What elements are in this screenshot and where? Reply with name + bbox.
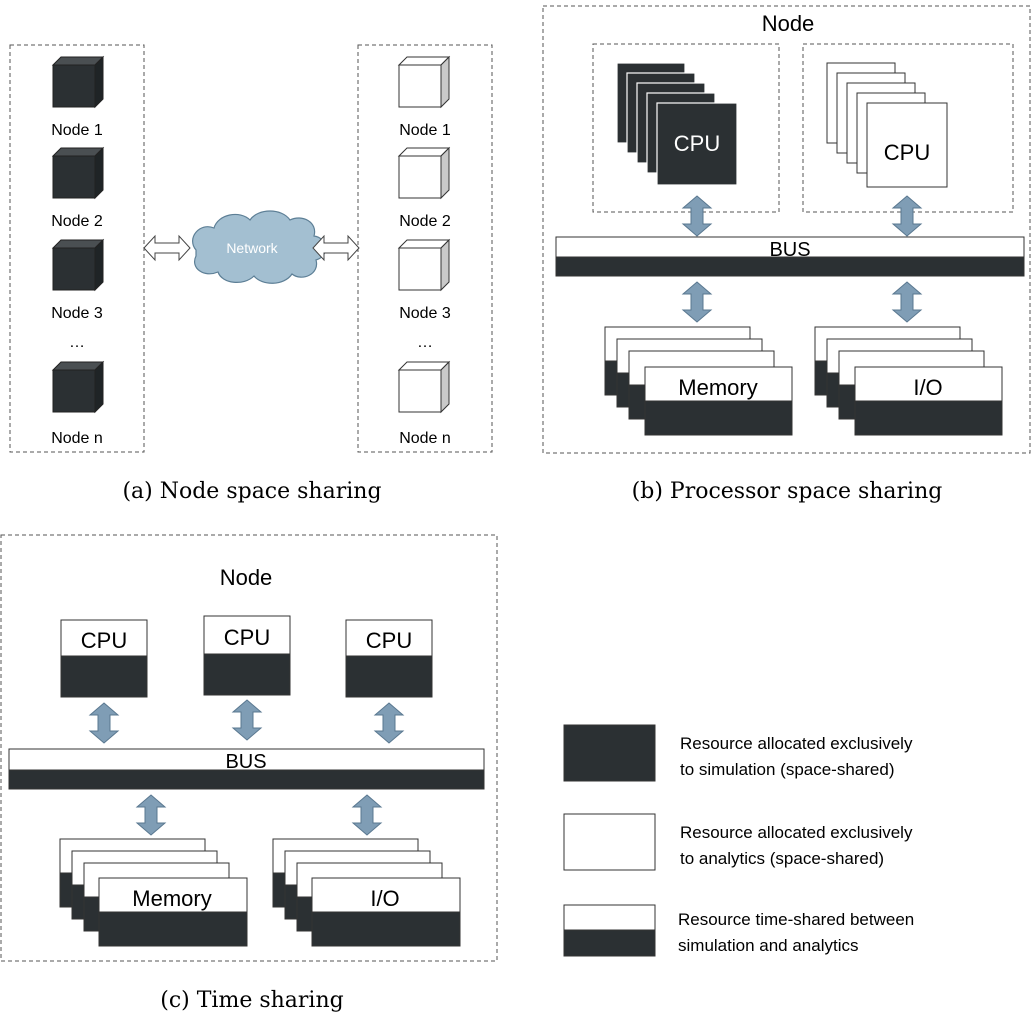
node-cube-icon (52, 147, 104, 199)
memory-label: Memory (132, 886, 211, 911)
cpu-2-top (203, 615, 291, 655)
cpu-2-bottom (203, 653, 291, 696)
node-cube-icon (398, 147, 450, 199)
cpu-label: CPU (224, 625, 270, 650)
right-node-label: Node 1 (399, 122, 451, 139)
node-cube-icon (398, 56, 450, 108)
network-label: Network (226, 240, 278, 256)
right-node-label: Node 2 (399, 213, 451, 230)
bus-memory-arrow-icon (136, 794, 166, 836)
cpu-bus-arrow-icon (232, 699, 262, 741)
bus-label: BUS (225, 751, 266, 773)
legend-text: simulation and analytics (678, 936, 858, 955)
legend: Resource allocated exclusively to simula… (563, 724, 914, 957)
cpu-bus-arrow-icon (682, 195, 712, 237)
memory-stack (604, 326, 793, 436)
left-node-label: Node n (51, 430, 103, 447)
panel-a: Node 1 Node 2 Node 3 … Node n Node 1 Nod… (9, 44, 493, 453)
io-label: I/O (913, 375, 942, 400)
cpu-label: CPU (366, 628, 412, 653)
legend-text: to simulation (space-shared) (680, 760, 894, 779)
caption-c: (c) Time sharing (160, 988, 343, 1013)
cpu-3-top (345, 619, 433, 657)
node-border (0, 534, 498, 962)
left-node-label: Node 2 (51, 213, 103, 230)
bus-memory-arrow-icon (682, 281, 712, 323)
simulation-cpu-group (592, 43, 780, 213)
bus-bottom (555, 256, 1025, 277)
panel-b: Node CPU CPU BUS (542, 5, 1031, 454)
bus-bottom (8, 769, 485, 790)
node-cube-icon (52, 239, 104, 291)
cpu-bus-arrow-icon (374, 702, 404, 744)
io-stack (814, 326, 1003, 436)
legend-swatch-dark (563, 724, 656, 782)
cpu-card (866, 102, 948, 188)
cpu-label: CPU (674, 131, 720, 156)
right-node-label: Node 3 (399, 305, 451, 322)
bus-label: BUS (769, 239, 810, 261)
cpu-1-bottom (60, 655, 148, 698)
memory-stack (59, 838, 248, 947)
panel-c: Node CPU CPU CPU BUS Memory (0, 534, 498, 962)
left-node-label: Node 1 (51, 122, 103, 139)
left-node-label: Node 3 (51, 305, 103, 322)
memory-label: Memory (678, 375, 757, 400)
node-cube-icon (398, 239, 450, 291)
left-ellipsis: … (69, 334, 85, 351)
node-label: Node (762, 11, 815, 36)
io-stack (272, 838, 461, 947)
node-cube-icon (52, 56, 104, 108)
caption-b: (b) Processor space sharing (632, 479, 943, 504)
legend-swatch-light (563, 813, 656, 871)
cpu-label: CPU (81, 628, 127, 653)
bus-io-arrow-icon (352, 794, 382, 836)
cpu-label: CPU (884, 140, 930, 165)
node-border (542, 5, 1031, 454)
node-cube-icon (52, 361, 104, 413)
legend-swatch-split-top (563, 904, 656, 931)
node-label: Node (220, 565, 273, 590)
cpu-1-top (60, 619, 148, 657)
io-label: I/O (370, 886, 399, 911)
caption-a: (a) Node space sharing (122, 479, 381, 504)
right-ellipsis: … (417, 334, 433, 351)
bus-io-arrow-icon (892, 281, 922, 323)
legend-text: to analytics (space-shared) (680, 849, 884, 868)
cpu-bus-arrow-icon (89, 702, 119, 744)
cpu-bus-arrow-icon (892, 195, 922, 237)
node-cube-icon (398, 361, 450, 413)
cpu-3-bottom (345, 655, 433, 698)
legend-text: Resource time-shared between (678, 910, 914, 929)
legend-text: Resource allocated exclusively (680, 823, 913, 842)
legend-text: Resource allocated exclusively (680, 734, 913, 753)
left-network-arrow-icon (143, 235, 191, 261)
legend-swatch-split-bottom (563, 929, 656, 957)
cpu-card (656, 102, 738, 186)
right-node-label: Node n (399, 430, 451, 447)
